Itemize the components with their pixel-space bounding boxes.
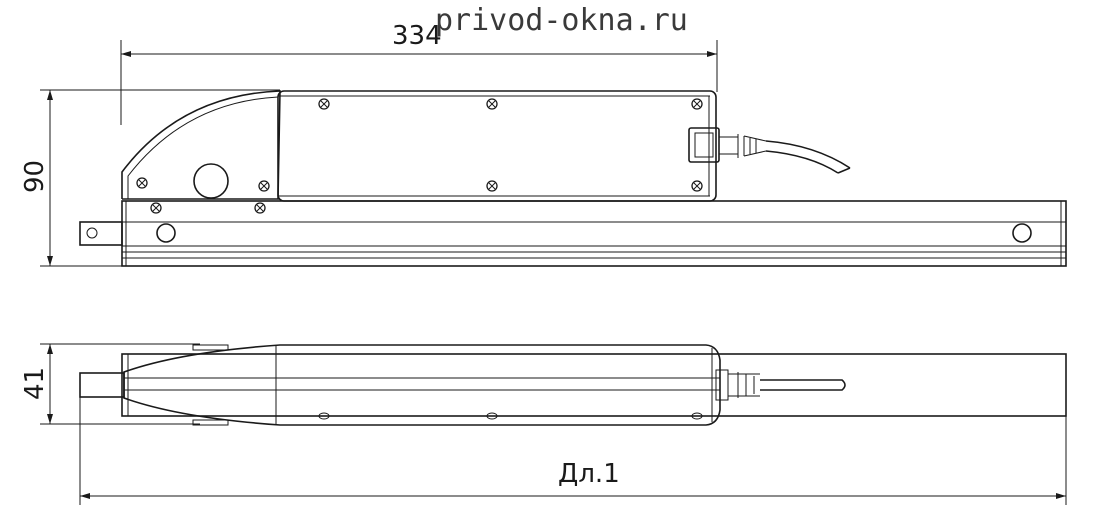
screws [136,98,703,214]
dimension-length: Дл.1 [79,397,1067,505]
actuator-housing-side [123,344,846,426]
actuator-housing [121,90,851,214]
knob-circle [193,163,229,199]
chain-bracket [79,221,123,246]
front-view: 334 90 [20,21,1067,267]
watermark-text: privod-okna.ru [435,3,688,38]
mount-hole-left [156,223,176,243]
dimension-width: 334 [120,21,718,125]
rail-side [121,353,1067,417]
mount-hole-right [1012,223,1032,243]
cable-connector [688,127,851,174]
dimension-depth: 41 [20,343,200,425]
dimension-depth-label: 41 [20,367,50,400]
chain-end [79,372,125,398]
dimension-height: 90 [20,89,280,267]
dimension-height-label: 90 [20,160,50,193]
rail-front [79,200,1067,267]
side-view: 41 [20,343,1067,505]
dimension-length-label: Дл.1 [558,459,620,489]
dimension-width-label: 334 [392,21,442,51]
